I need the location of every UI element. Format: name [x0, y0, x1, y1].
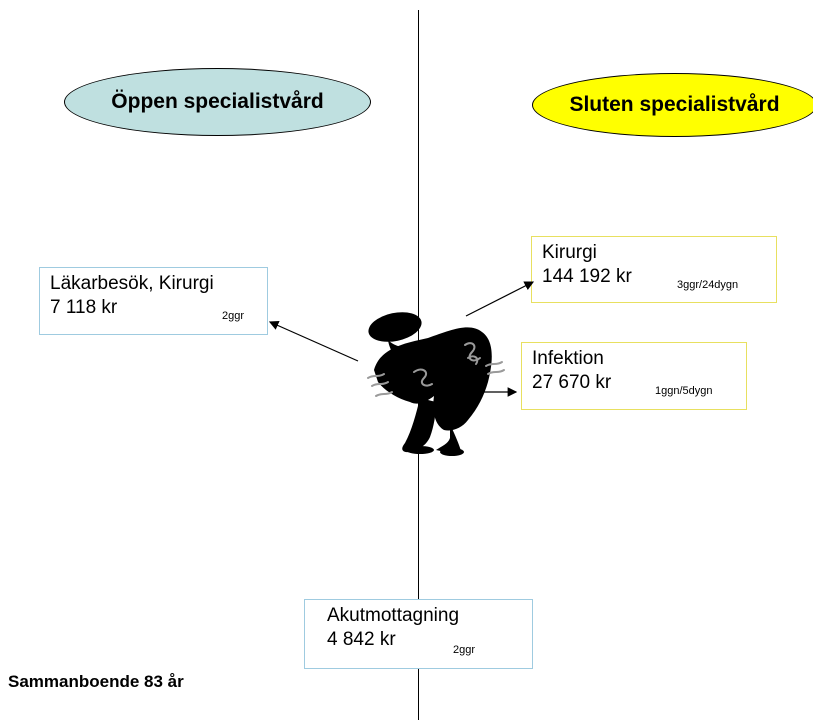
box-doctor-visit-surgery: Läkarbesök, Kirurgi 7 118 kr 2ggr	[39, 267, 268, 335]
box-title: Akutmottagning	[327, 605, 460, 626]
box-cost: 7 118 kr	[50, 296, 118, 318]
oval-closed-label: Sluten specialistvård	[569, 93, 780, 116]
box-title: Läkarbesök, Kirurgi	[50, 273, 214, 294]
box-count: 1ggn/5dygn	[655, 385, 713, 397]
oval-open-label: Öppen specialistvård	[111, 90, 324, 113]
box-count: 3ggr/24dygn	[677, 279, 739, 291]
oval-open-specialist-care: Öppen specialistvård	[64, 68, 371, 136]
box-emergency-room: Akutmottagning 4 842 kr 2ggr	[304, 599, 533, 669]
oval-closed-specialist-care: Sluten specialistvård	[532, 73, 813, 137]
arrow-to-doctor-visit	[268, 321, 359, 362]
box-cost: 27 670 kr	[532, 371, 612, 393]
pain-marks-icon	[367, 342, 505, 397]
box-title: Infektion	[532, 348, 604, 369]
box-infection: Infektion 27 670 kr 1ggn/5dygn	[521, 342, 747, 410]
footer-caption: Sammanboende 83 år	[8, 672, 184, 691]
box-cost: 144 192 kr	[542, 265, 632, 287]
box-cost: 4 842 kr	[327, 628, 396, 650]
sick-person-icon	[368, 312, 492, 456]
arrow-to-surgery	[465, 281, 535, 317]
box-count: 2ggr	[453, 644, 476, 656]
box-count: 2ggr	[222, 310, 245, 322]
box-surgery: Kirurgi 144 192 kr 3ggr/24dygn	[531, 236, 777, 303]
box-title: Kirurgi	[542, 242, 597, 263]
